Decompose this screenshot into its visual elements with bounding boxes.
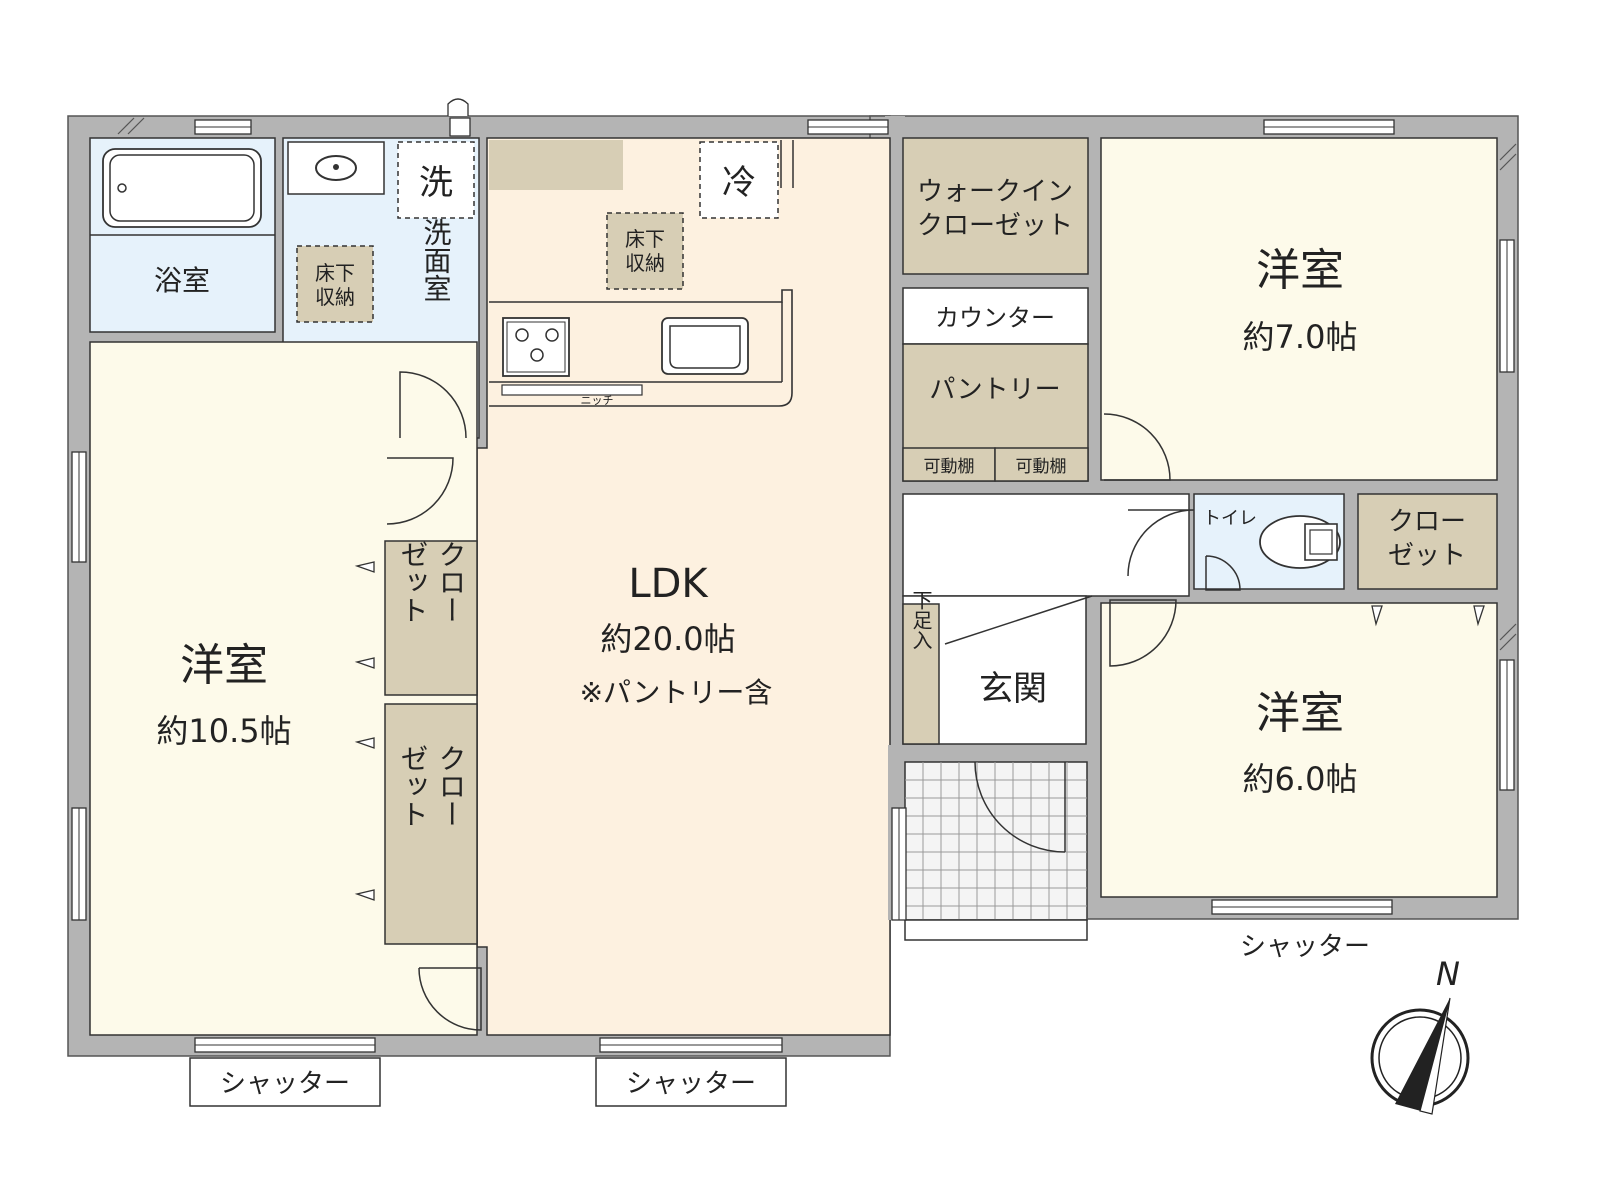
vent-icon xyxy=(447,98,469,116)
toilet-icon xyxy=(1259,515,1341,569)
shelf-1-label: 可動棚 xyxy=(924,457,975,477)
entrance-porch xyxy=(888,745,1088,941)
toilet-label: トイレ xyxy=(1203,508,1257,529)
western-top-right-size: 約7.0帖 xyxy=(1243,318,1358,356)
pantry-label: パントリー xyxy=(929,375,1060,405)
shutter-label-1: シャッター xyxy=(220,1069,350,1099)
ldk-size: 約20.0帖 xyxy=(600,620,735,658)
underfloor-left-label-2: 収納 xyxy=(315,285,355,309)
kitchen-upper-cabinet xyxy=(489,140,623,190)
compass-north-label: N xyxy=(1436,955,1460,993)
entrance-label: 玄関 xyxy=(979,669,1047,709)
ldk-note: ※パントリー含 xyxy=(580,676,773,709)
closet-left-1-col2: ゼット xyxy=(397,540,430,624)
ldk-name: LDK xyxy=(628,561,709,607)
stove-icon xyxy=(502,317,570,377)
corner-hatches xyxy=(117,117,1517,651)
underfloor-ldk-label-2: 収納 xyxy=(625,251,665,275)
sink-icon xyxy=(287,141,385,195)
washer-label: 洗 xyxy=(419,163,453,203)
closet-right-label-1: クロー xyxy=(1388,507,1466,537)
walkin-label-1: ウォークイン xyxy=(917,177,1073,207)
walkin-label-2: クローゼット xyxy=(917,211,1073,241)
fridge-box xyxy=(699,141,779,219)
underfloor-storage-ldk xyxy=(606,212,684,290)
western-top-right-name: 洋室 xyxy=(1256,245,1344,296)
fridge-label: 冷 xyxy=(722,163,756,203)
bathtub-icon xyxy=(102,148,262,228)
shoe-label: 下足入 xyxy=(909,590,933,650)
shutter-label-2: シャッター xyxy=(626,1069,756,1099)
western-bottom-right-name: 洋室 xyxy=(1256,688,1344,739)
kitchen-sink-icon xyxy=(661,317,749,375)
closet-door-markers xyxy=(354,561,1485,901)
shutter-label-3: シャッター xyxy=(1240,932,1370,962)
shelf-2-label: 可動棚 xyxy=(1016,457,1067,477)
window-center-lines xyxy=(78,126,1508,1046)
closet-right-label-2: ゼット xyxy=(1388,541,1466,571)
closet-left-2-col1: クロー xyxy=(435,744,468,828)
western-left-name: 洋室 xyxy=(180,640,268,691)
shutter-boxes xyxy=(189,1057,787,1107)
washer-box xyxy=(397,141,475,219)
bath-label: 浴室 xyxy=(154,264,210,297)
underfloor-left-label-1: 床下 xyxy=(315,261,355,285)
compass-icon: N xyxy=(1370,955,1470,1115)
door-swings xyxy=(386,371,1241,1031)
counter-label: カウンター xyxy=(935,304,1055,332)
western-bottom-right-size: 約6.0帖 xyxy=(1243,760,1358,798)
labels: 浴室 洗 冷 洗面室 床下 収納 床下 収納 ニッチ LDK 約20.0帖 ※パ… xyxy=(154,163,1466,1099)
western-left-size: 約10.5帖 xyxy=(156,712,291,750)
closet-left-1-col1: クロー xyxy=(435,540,468,624)
underfloor-ldk-label-1: 床下 xyxy=(625,227,665,251)
washroom-label: 洗面室 xyxy=(420,218,453,302)
closet-left-2-col2: ゼット xyxy=(397,744,430,828)
niche-label: ニッチ xyxy=(581,394,614,407)
underfloor-storage-left xyxy=(296,245,374,323)
